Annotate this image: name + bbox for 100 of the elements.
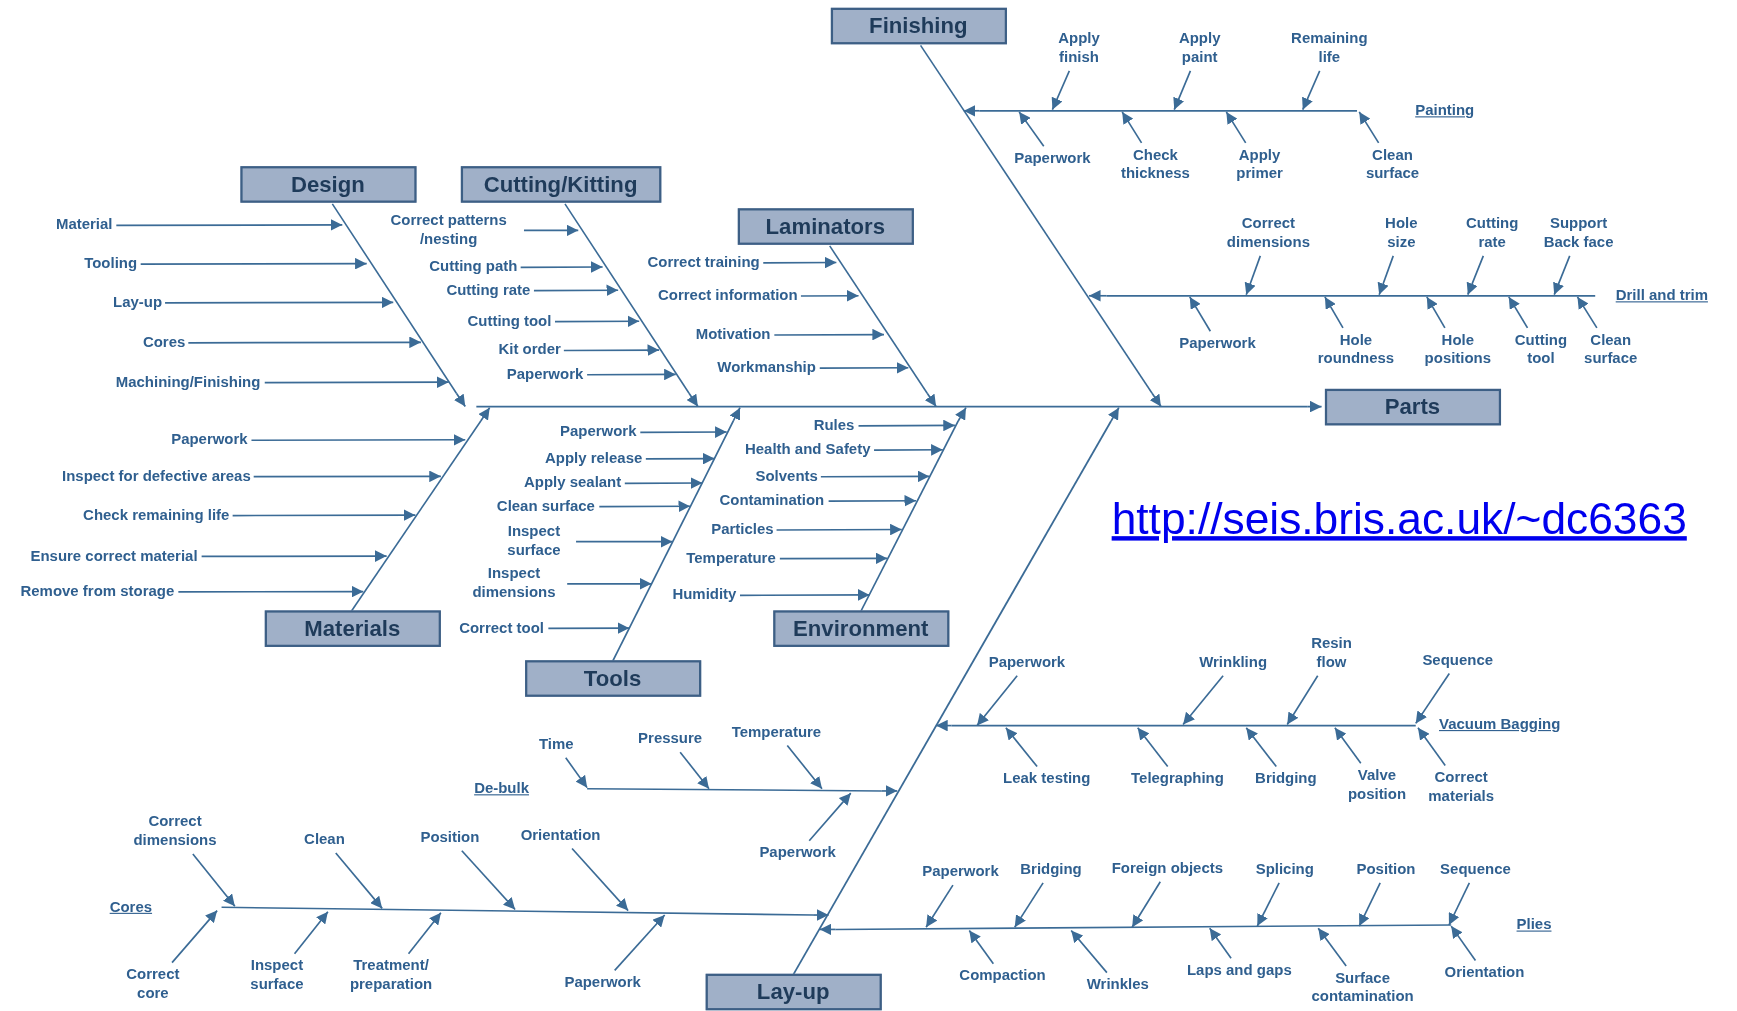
arrow	[935, 719, 953, 732]
cause-label: Time	[538, 735, 574, 754]
cause-label: Surface contamination	[1301, 969, 1424, 1007]
cause-label: Wrinkles	[1086, 975, 1149, 995]
arrow	[962, 104, 981, 117]
cause-label: Clean surface	[1359, 146, 1426, 184]
url-link: http://seis.bris.ac.uk/~dc6363	[1111, 493, 1687, 544]
arrow	[1225, 111, 1247, 144]
cause-label: Resin flow	[1303, 634, 1360, 673]
arrow	[1131, 880, 1162, 929]
arrow	[334, 852, 383, 910]
arrow	[857, 419, 956, 432]
bone-line	[835, 924, 1452, 931]
arrow	[739, 589, 871, 601]
cause-label: Correct tool	[459, 618, 544, 638]
arrow	[454, 392, 467, 408]
arrow	[773, 328, 885, 341]
cause-label: Paperwork	[506, 365, 584, 384]
arrow	[818, 923, 837, 936]
arrow	[762, 256, 838, 269]
cause-label: Check thickness	[1111, 146, 1200, 184]
cause-label: Paperwork	[1014, 149, 1091, 168]
arrow	[1182, 674, 1224, 726]
bone-line	[1106, 295, 1596, 297]
cause-label: Valve position	[1338, 766, 1416, 804]
arrow	[598, 500, 691, 513]
cause-label: Correct patterns /nesting	[376, 211, 521, 249]
cause-label: Humidity	[672, 585, 737, 605]
arrow	[252, 470, 442, 483]
cause-label: Laps and gaps	[1187, 961, 1292, 980]
arrow	[575, 535, 674, 548]
cause-label: Wrinkling	[1199, 653, 1268, 672]
arrow	[924, 392, 937, 408]
arrow	[139, 257, 368, 270]
arrow	[407, 911, 442, 955]
arrow	[827, 494, 917, 507]
cause-label: Treatment/ preparation	[335, 957, 447, 995]
cause-label: Inspect dimensions	[464, 564, 564, 603]
arrow	[250, 434, 467, 446]
cause-label: Cores	[142, 332, 186, 352]
cause-label: Position	[1356, 860, 1416, 879]
cause-label: Cutting rate	[446, 280, 531, 300]
arrow	[880, 785, 899, 797]
category-box: Cutting/Kitting	[460, 165, 661, 203]
arrow	[1018, 111, 1045, 148]
cause-label: Remaining life	[1285, 29, 1374, 68]
cause-label: Remove from storage	[20, 582, 175, 601]
arrow	[547, 622, 631, 634]
arrow	[1245, 726, 1278, 768]
cause-label: Paperwork	[1179, 334, 1256, 353]
arrow	[729, 406, 741, 422]
cause-label: Splicing	[1255, 860, 1314, 879]
arrow	[925, 884, 954, 929]
cause-label: Tooling	[84, 254, 138, 273]
arrow	[171, 909, 218, 964]
cause-label: Compaction	[959, 966, 1046, 986]
cause-label: Clean surface	[1577, 331, 1644, 369]
cause-label: Orientation	[1444, 963, 1525, 982]
bone-line	[979, 110, 1358, 112]
arrow	[686, 392, 699, 408]
cause-label: Support Back face	[1534, 214, 1623, 253]
arrow	[820, 470, 931, 483]
cause-label: Solvents	[755, 466, 818, 486]
arrow	[623, 477, 704, 489]
cause-label: Leak testing	[1003, 769, 1091, 789]
cause-label: Sequence	[1422, 650, 1494, 670]
cause-label: Cutting path	[429, 257, 518, 277]
cause-label: Correct materials	[1416, 768, 1506, 807]
arrow	[523, 224, 580, 237]
bone-line	[476, 405, 1308, 408]
cause-label: Workmanship	[717, 358, 816, 378]
cause-label: Health and Safety	[745, 440, 871, 460]
cause-label: Hole positions	[1419, 331, 1497, 369]
arrow	[639, 426, 728, 438]
arrow	[1414, 672, 1451, 725]
cause-label: Foreign objects	[1111, 859, 1223, 878]
cause-label: Hole size	[1373, 214, 1430, 253]
arrow	[1450, 925, 1477, 962]
category-box: Environment	[772, 609, 949, 647]
category-box: Tools	[524, 659, 701, 697]
cause-label: Clean surface	[496, 496, 595, 516]
arrow	[1324, 296, 1344, 329]
arrow	[1306, 400, 1323, 413]
cause-label: Paperwork	[988, 653, 1066, 672]
cause-label: Paperwork	[564, 973, 641, 992]
arrow	[775, 523, 903, 536]
cause-label: Check remaining life	[83, 505, 230, 525]
sub-cause-label: Painting	[1415, 101, 1475, 120]
cause-label: Inspect surface	[238, 957, 316, 995]
category-box: Laminators	[737, 207, 914, 245]
arrow	[1051, 70, 1071, 111]
arrow	[873, 444, 944, 456]
cause-label: Sequence	[1440, 860, 1511, 879]
arrow	[1301, 70, 1321, 111]
arrow	[187, 336, 422, 349]
cause-label: Inspect for defective areas	[62, 466, 251, 486]
cause-label: Paperwork	[560, 422, 637, 442]
arrow	[808, 792, 852, 842]
arrow	[1317, 927, 1347, 967]
cause-label: Paperwork	[171, 430, 248, 450]
